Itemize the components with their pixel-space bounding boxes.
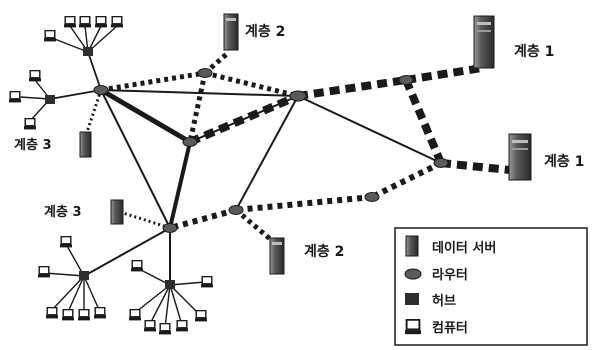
router-icon [197, 68, 213, 78]
computer-icon [201, 276, 213, 288]
router-icon [93, 85, 109, 95]
server-icon-tier2-top [223, 13, 239, 51]
computer-icon [44, 30, 56, 42]
link-dotted [204, 70, 299, 99]
link-dotted [234, 208, 278, 246]
link-solid [100, 89, 299, 97]
legend-label-router: 라우터 [432, 267, 468, 283]
link-thick [99, 87, 192, 145]
server-icon-tier3-left [79, 131, 92, 158]
link-dotted [440, 159, 511, 174]
computer-icon [95, 16, 107, 28]
router-icon [182, 137, 198, 147]
computer-icon [144, 320, 156, 332]
link-solid [100, 89, 171, 229]
computer-icon [176, 320, 188, 332]
label-tier1-top: 계층 1 [514, 44, 554, 60]
computer-icon [46, 307, 58, 319]
link-solid [83, 227, 171, 277]
link-dotted [187, 72, 208, 143]
link-dotted [402, 78, 445, 165]
hub-icon [165, 280, 175, 289]
label-tier3-mid: 계층 3 [44, 204, 82, 220]
computer-icon [405, 319, 421, 335]
servers [79, 13, 532, 275]
computer-icon [64, 16, 76, 28]
computer-icon [131, 260, 143, 272]
server-icon-tier3-mid [110, 199, 124, 225]
computer-icon [111, 16, 123, 28]
link-solid [168, 141, 192, 229]
server-icon-tier1-right [508, 133, 532, 181]
link-dotted [370, 160, 443, 200]
router-icon [433, 158, 449, 168]
computer-icon [129, 309, 141, 321]
computer-icon [24, 118, 36, 130]
link-dotted [235, 194, 373, 213]
computer-icon [9, 91, 21, 103]
hub-icon [83, 47, 93, 56]
server-icon-tier2-bottom [269, 237, 285, 275]
link-dotted [100, 70, 206, 93]
link-dotted [188, 92, 300, 146]
router-icon [364, 192, 380, 202]
router-icon [398, 75, 414, 85]
link-dotted [405, 64, 483, 84]
link-solid [297, 95, 442, 164]
computer-icon [79, 16, 91, 28]
computer-icon [94, 307, 106, 319]
legend-label-server: 데이터 서버 [432, 240, 496, 256]
legend-item-server: 데이터 서버 [405, 235, 496, 257]
links [19, 25, 511, 329]
legend-item-router: 라우터 [404, 267, 468, 283]
router-icon [228, 205, 244, 215]
link-solid [235, 95, 299, 211]
legend-label-computer: 컴퓨터 [432, 320, 468, 336]
hub-icon [79, 271, 89, 280]
computer-icon [62, 309, 74, 321]
hub-icon [45, 95, 55, 104]
server-icon [405, 235, 419, 257]
legend-label-hub: 허브 [432, 293, 456, 309]
label-tier1-right: 계층 1 [544, 154, 584, 170]
legend-item-computer: 컴퓨터 [405, 319, 468, 336]
link-dotted [169, 207, 237, 231]
router-icon [289, 90, 307, 102]
link-dotted [119, 210, 171, 230]
computer-icon [60, 236, 72, 248]
computer-icon [78, 309, 90, 321]
hub-icon [405, 293, 419, 305]
computer-icon [29, 70, 41, 82]
hubs [45, 47, 175, 289]
link-dotted [203, 50, 231, 75]
link-dotted [297, 76, 407, 100]
label-tier3-left: 계층 3 [14, 137, 52, 153]
computer-icon [38, 266, 50, 278]
computer-icon [195, 310, 207, 322]
label-tier2-top: 계층 2 [245, 24, 285, 40]
link-dotted [84, 89, 103, 136]
server-icon-tier1-top [473, 15, 495, 69]
legend-item-hub: 허브 [405, 293, 456, 309]
router-icon [162, 223, 178, 233]
label-tier2-bottom: 계층 2 [304, 244, 344, 260]
legend: 데이터 서버 라우터 허브 컴퓨터 [394, 227, 588, 346]
computer-icon [159, 323, 171, 335]
routers [93, 68, 449, 233]
router-icon [404, 268, 422, 280]
